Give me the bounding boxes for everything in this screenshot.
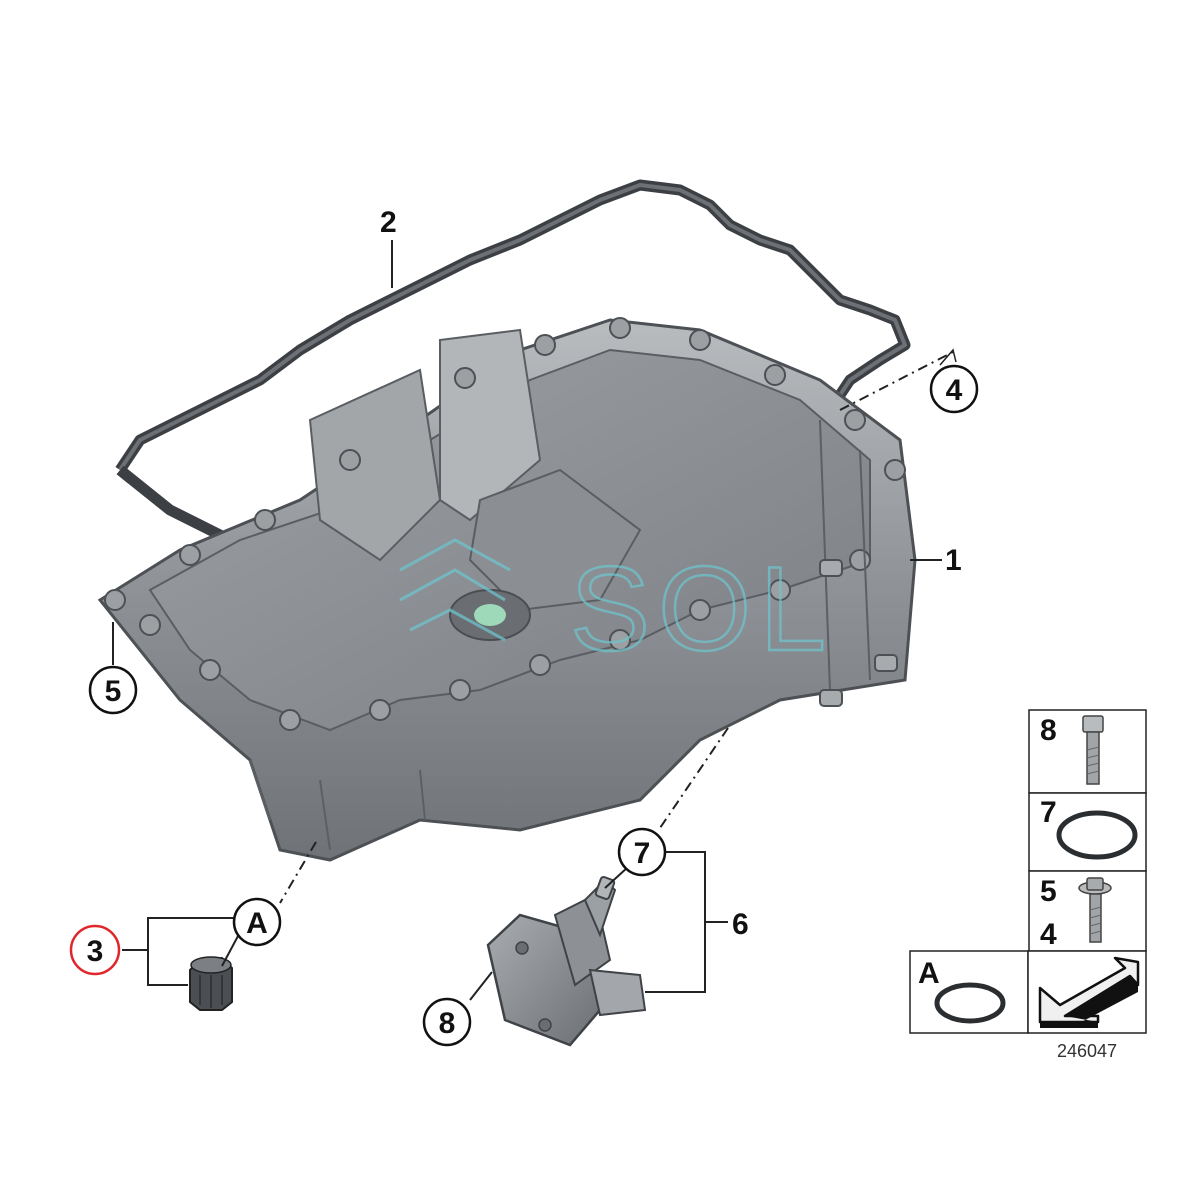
callout-4-circle: [929, 364, 979, 414]
callout-2: 2: [380, 206, 397, 239]
callout-4-label: 4: [946, 374, 963, 407]
legend-row-7: 7: [1040, 796, 1138, 860]
seal-ring-icon: [934, 982, 1006, 1024]
callout-5-label: 5: [105, 675, 122, 708]
oil-pan-part: [97, 317, 917, 862]
callout-A-label: A: [246, 907, 268, 940]
callout-4: 4: [929, 364, 979, 414]
diagram-number: 246047: [1057, 1041, 1117, 1061]
callout-5-circle: [88, 665, 138, 715]
legend-row-A-label: A: [918, 957, 940, 990]
callout-A: A: [232, 897, 282, 947]
legend-row-8-label: 8: [1040, 714, 1057, 747]
callout-A-circle: [232, 897, 282, 947]
callout-8: 8: [422, 997, 472, 1047]
callout-7-label: 7: [634, 837, 651, 870]
callout-3: 3: [69, 924, 121, 976]
callout-8-circle: [422, 997, 472, 1047]
callout-6: 6: [732, 908, 749, 941]
leader-lines: [112, 240, 957, 1001]
direction-arrow-icon: [1038, 956, 1140, 1028]
callout-7: 7: [617, 827, 667, 877]
bolt-icon: [1082, 715, 1104, 785]
callout-3-circle-highlighted: [69, 924, 121, 976]
callout-2-label: 2: [380, 206, 397, 239]
callout-8-label: 8: [439, 1007, 456, 1040]
callout-5: 5: [88, 665, 138, 715]
legend-row-5-4: 5 4: [1040, 875, 1112, 951]
legend-row-5-label: 5: [1040, 875, 1057, 908]
legend-row-8: 8: [1040, 714, 1104, 785]
oil-level-sensor-part: [486, 876, 647, 1047]
flange-bolt-icon: [1078, 877, 1112, 943]
callout-6-label: 6: [732, 908, 749, 941]
callout-1-label: 1: [945, 544, 962, 577]
o-ring-icon: [1056, 810, 1138, 860]
watermark-text: SOL: [570, 542, 834, 676]
callout-1: 1: [945, 544, 962, 577]
legend-row-7-label: 7: [1040, 796, 1057, 829]
watermark: SOL: [399, 538, 834, 677]
legend-row-4-label: 4: [1040, 918, 1057, 951]
callout-7-circle: [617, 827, 667, 877]
legend-row-A: A: [918, 957, 1006, 1024]
callout-3-label: 3: [87, 935, 104, 968]
parts-legend-table: 8 7 5 4: [909, 709, 1147, 1061]
drain-plug-part: [189, 956, 233, 1011]
